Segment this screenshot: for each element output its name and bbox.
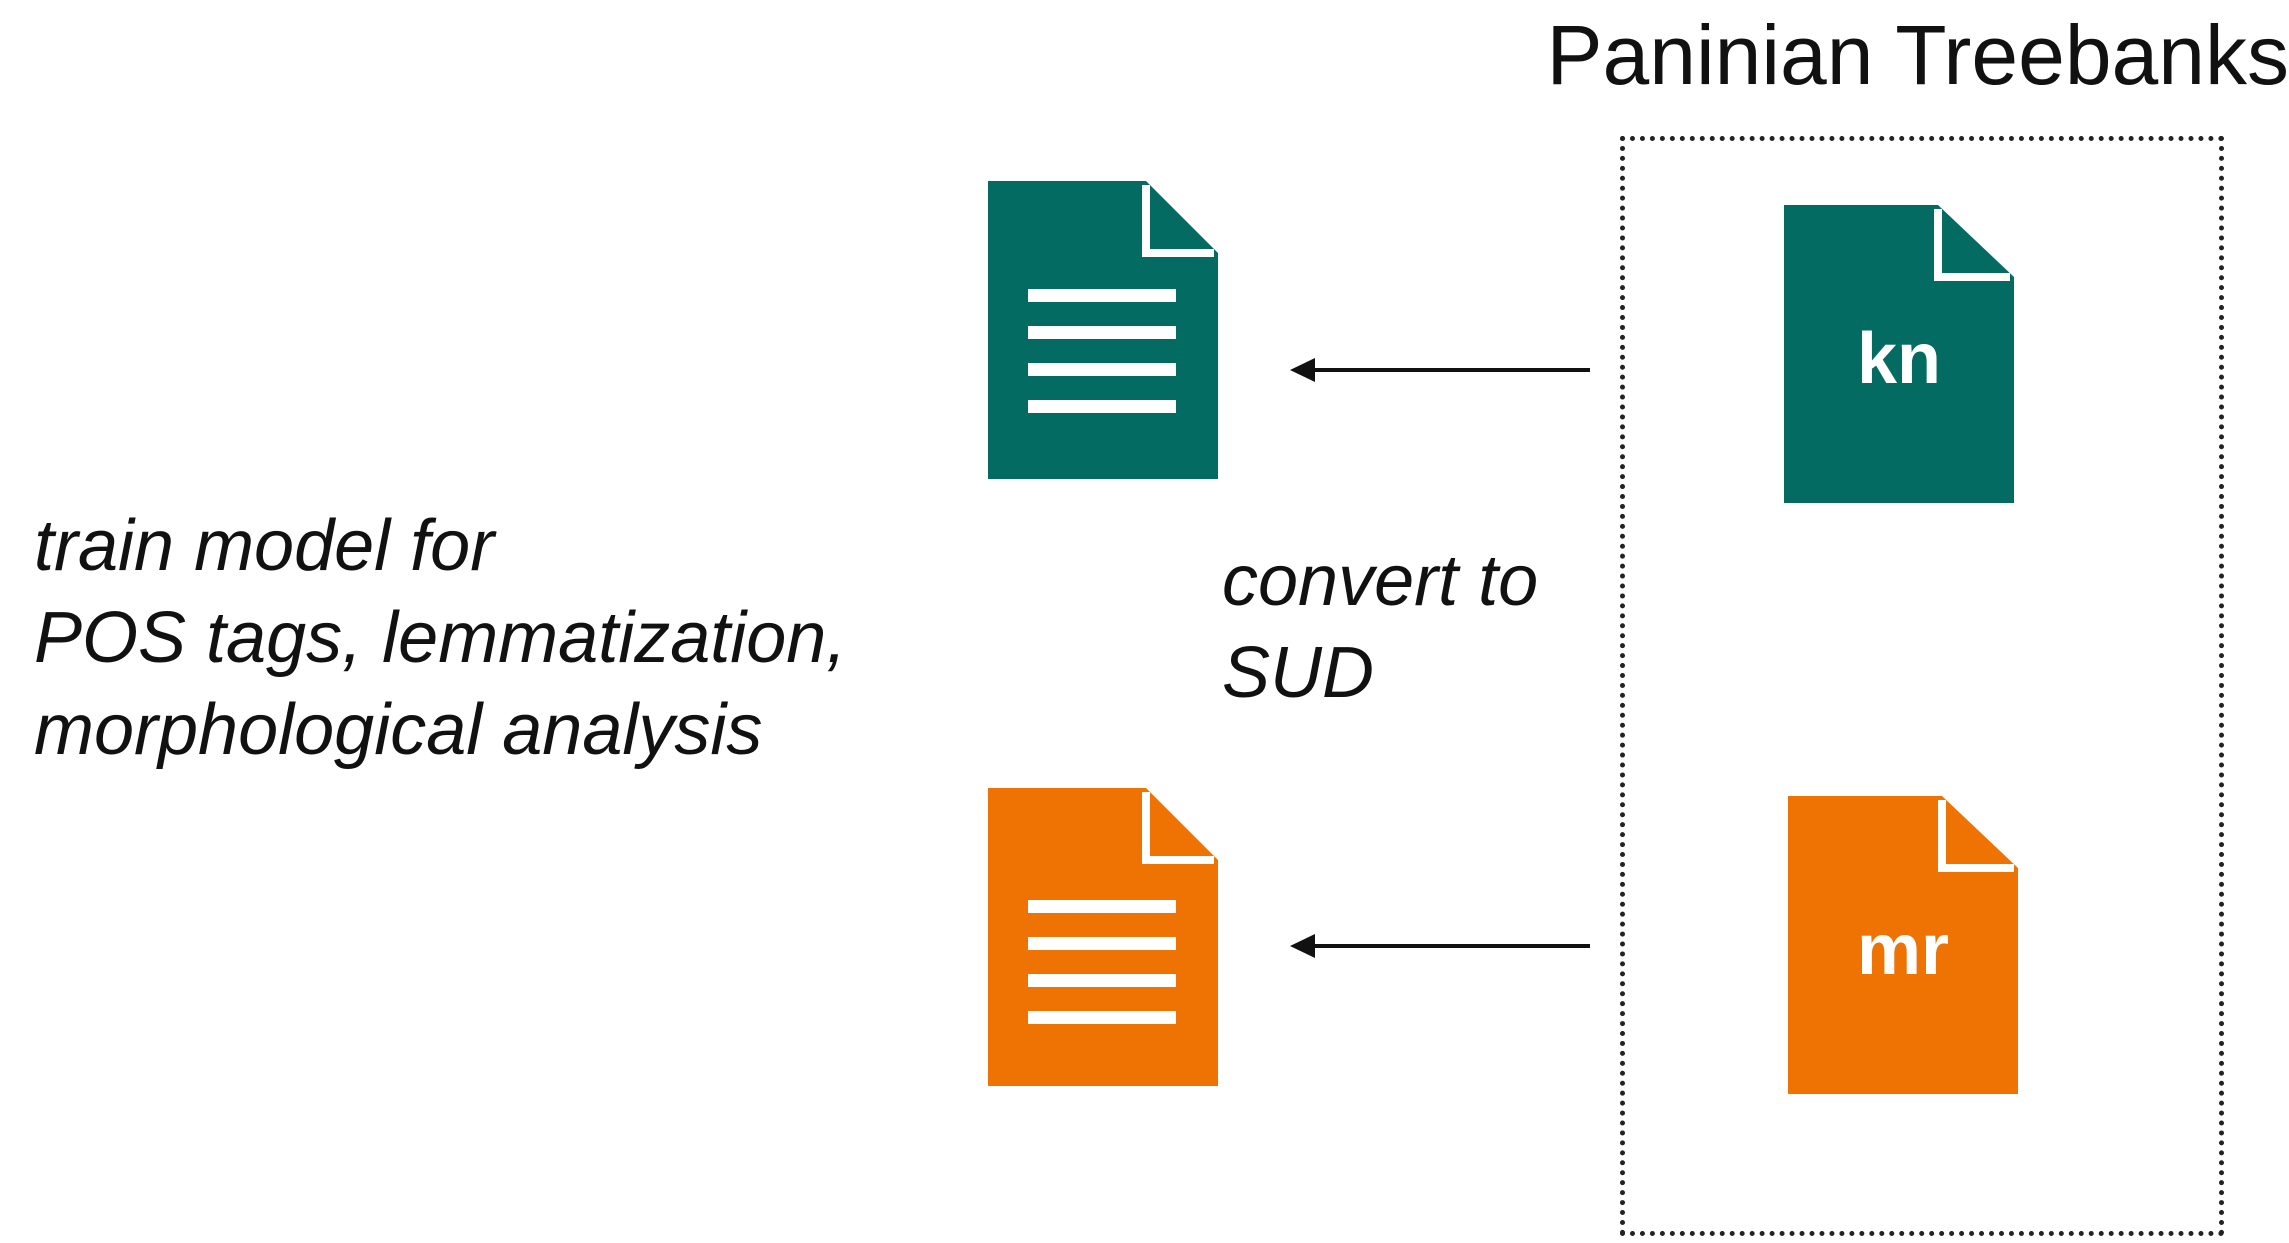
train-note-line: morphological analysis — [34, 690, 763, 770]
treebank-group-box — [1620, 136, 2224, 1236]
convert-note-line: SUD — [1222, 633, 1375, 713]
document-fold — [1142, 792, 1214, 864]
document-fold — [1142, 185, 1214, 257]
output-document-icon — [988, 788, 1218, 1086]
source-file-icon: kn — [1784, 205, 2014, 503]
conversion-arrow — [1290, 358, 1590, 382]
file-fold — [1934, 209, 2010, 281]
file-fold — [1938, 800, 2014, 872]
file-label: kn — [1857, 319, 1941, 399]
diagram-title: Paninian Treebanks — [1546, 8, 2289, 102]
source-file-icon: mr — [1788, 796, 2018, 1094]
file-label: mr — [1857, 910, 1949, 990]
train-model-note: train model for POS tags, lemmatization,… — [34, 500, 846, 776]
train-note-line: POS tags, lemmatization, — [34, 598, 847, 678]
output-document-icon — [988, 181, 1218, 479]
train-note-line: train model for — [34, 506, 495, 586]
conversion-arrow — [1290, 934, 1590, 958]
convert-note-line: convert to — [1222, 541, 1539, 621]
convert-note: convert to SUD — [1222, 535, 1538, 719]
